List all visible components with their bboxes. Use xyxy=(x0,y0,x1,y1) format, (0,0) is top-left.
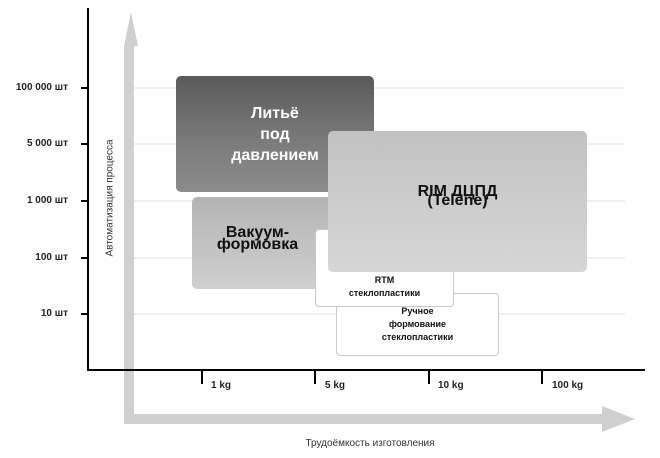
x-tick-label-1kg: 1 kg xyxy=(211,380,232,391)
region-hand-line-3: стеклопластики xyxy=(381,332,454,342)
region-injection-line-1: Литьё xyxy=(251,104,299,122)
region-vacuum-forming: Вакуум- формовка xyxy=(192,197,337,289)
region-rim-dcpd: RIM ДЦПД (Telene) xyxy=(328,131,587,272)
y-tick-label-100: 100 шт xyxy=(35,252,68,263)
x-tick-label-10kg: 10 kg xyxy=(438,380,464,391)
region-injection-line-2: под xyxy=(260,125,290,143)
y-axis-title: Автоматизация процесса xyxy=(104,139,116,257)
region-vacuum-line-2: формовка xyxy=(216,236,299,253)
region-rtm-line-1: RTM xyxy=(374,275,395,285)
region-vacuum-line-1: Вакуум- xyxy=(225,224,290,241)
region-rim-line-1: RIM ДЦПД xyxy=(417,182,498,200)
x-tick-label-5kg: 5 kg xyxy=(325,380,346,391)
region-rim-line-2: (Telene) xyxy=(427,191,488,209)
y-tick-label-1000: 1 000 шт xyxy=(26,195,68,206)
region-hand-line-2: формование xyxy=(388,319,447,329)
y-tick-label-5000: 5 000 шт xyxy=(26,138,68,149)
x-axis-title: Трудоёмкость изготовления xyxy=(305,438,435,449)
region-hand-line-1: Ручное xyxy=(401,306,434,316)
region-rtm-line-2: стеклопластики xyxy=(348,288,421,298)
x-tick-label-100kg: 100 kg xyxy=(552,380,584,391)
y-tick-label-10: 10 шт xyxy=(40,308,68,319)
x-arrow xyxy=(124,406,635,432)
y-arrow xyxy=(124,12,138,414)
region-injection-line-3: давлением xyxy=(231,146,319,164)
y-tick-label-100000: 100 000 шт xyxy=(15,82,68,93)
